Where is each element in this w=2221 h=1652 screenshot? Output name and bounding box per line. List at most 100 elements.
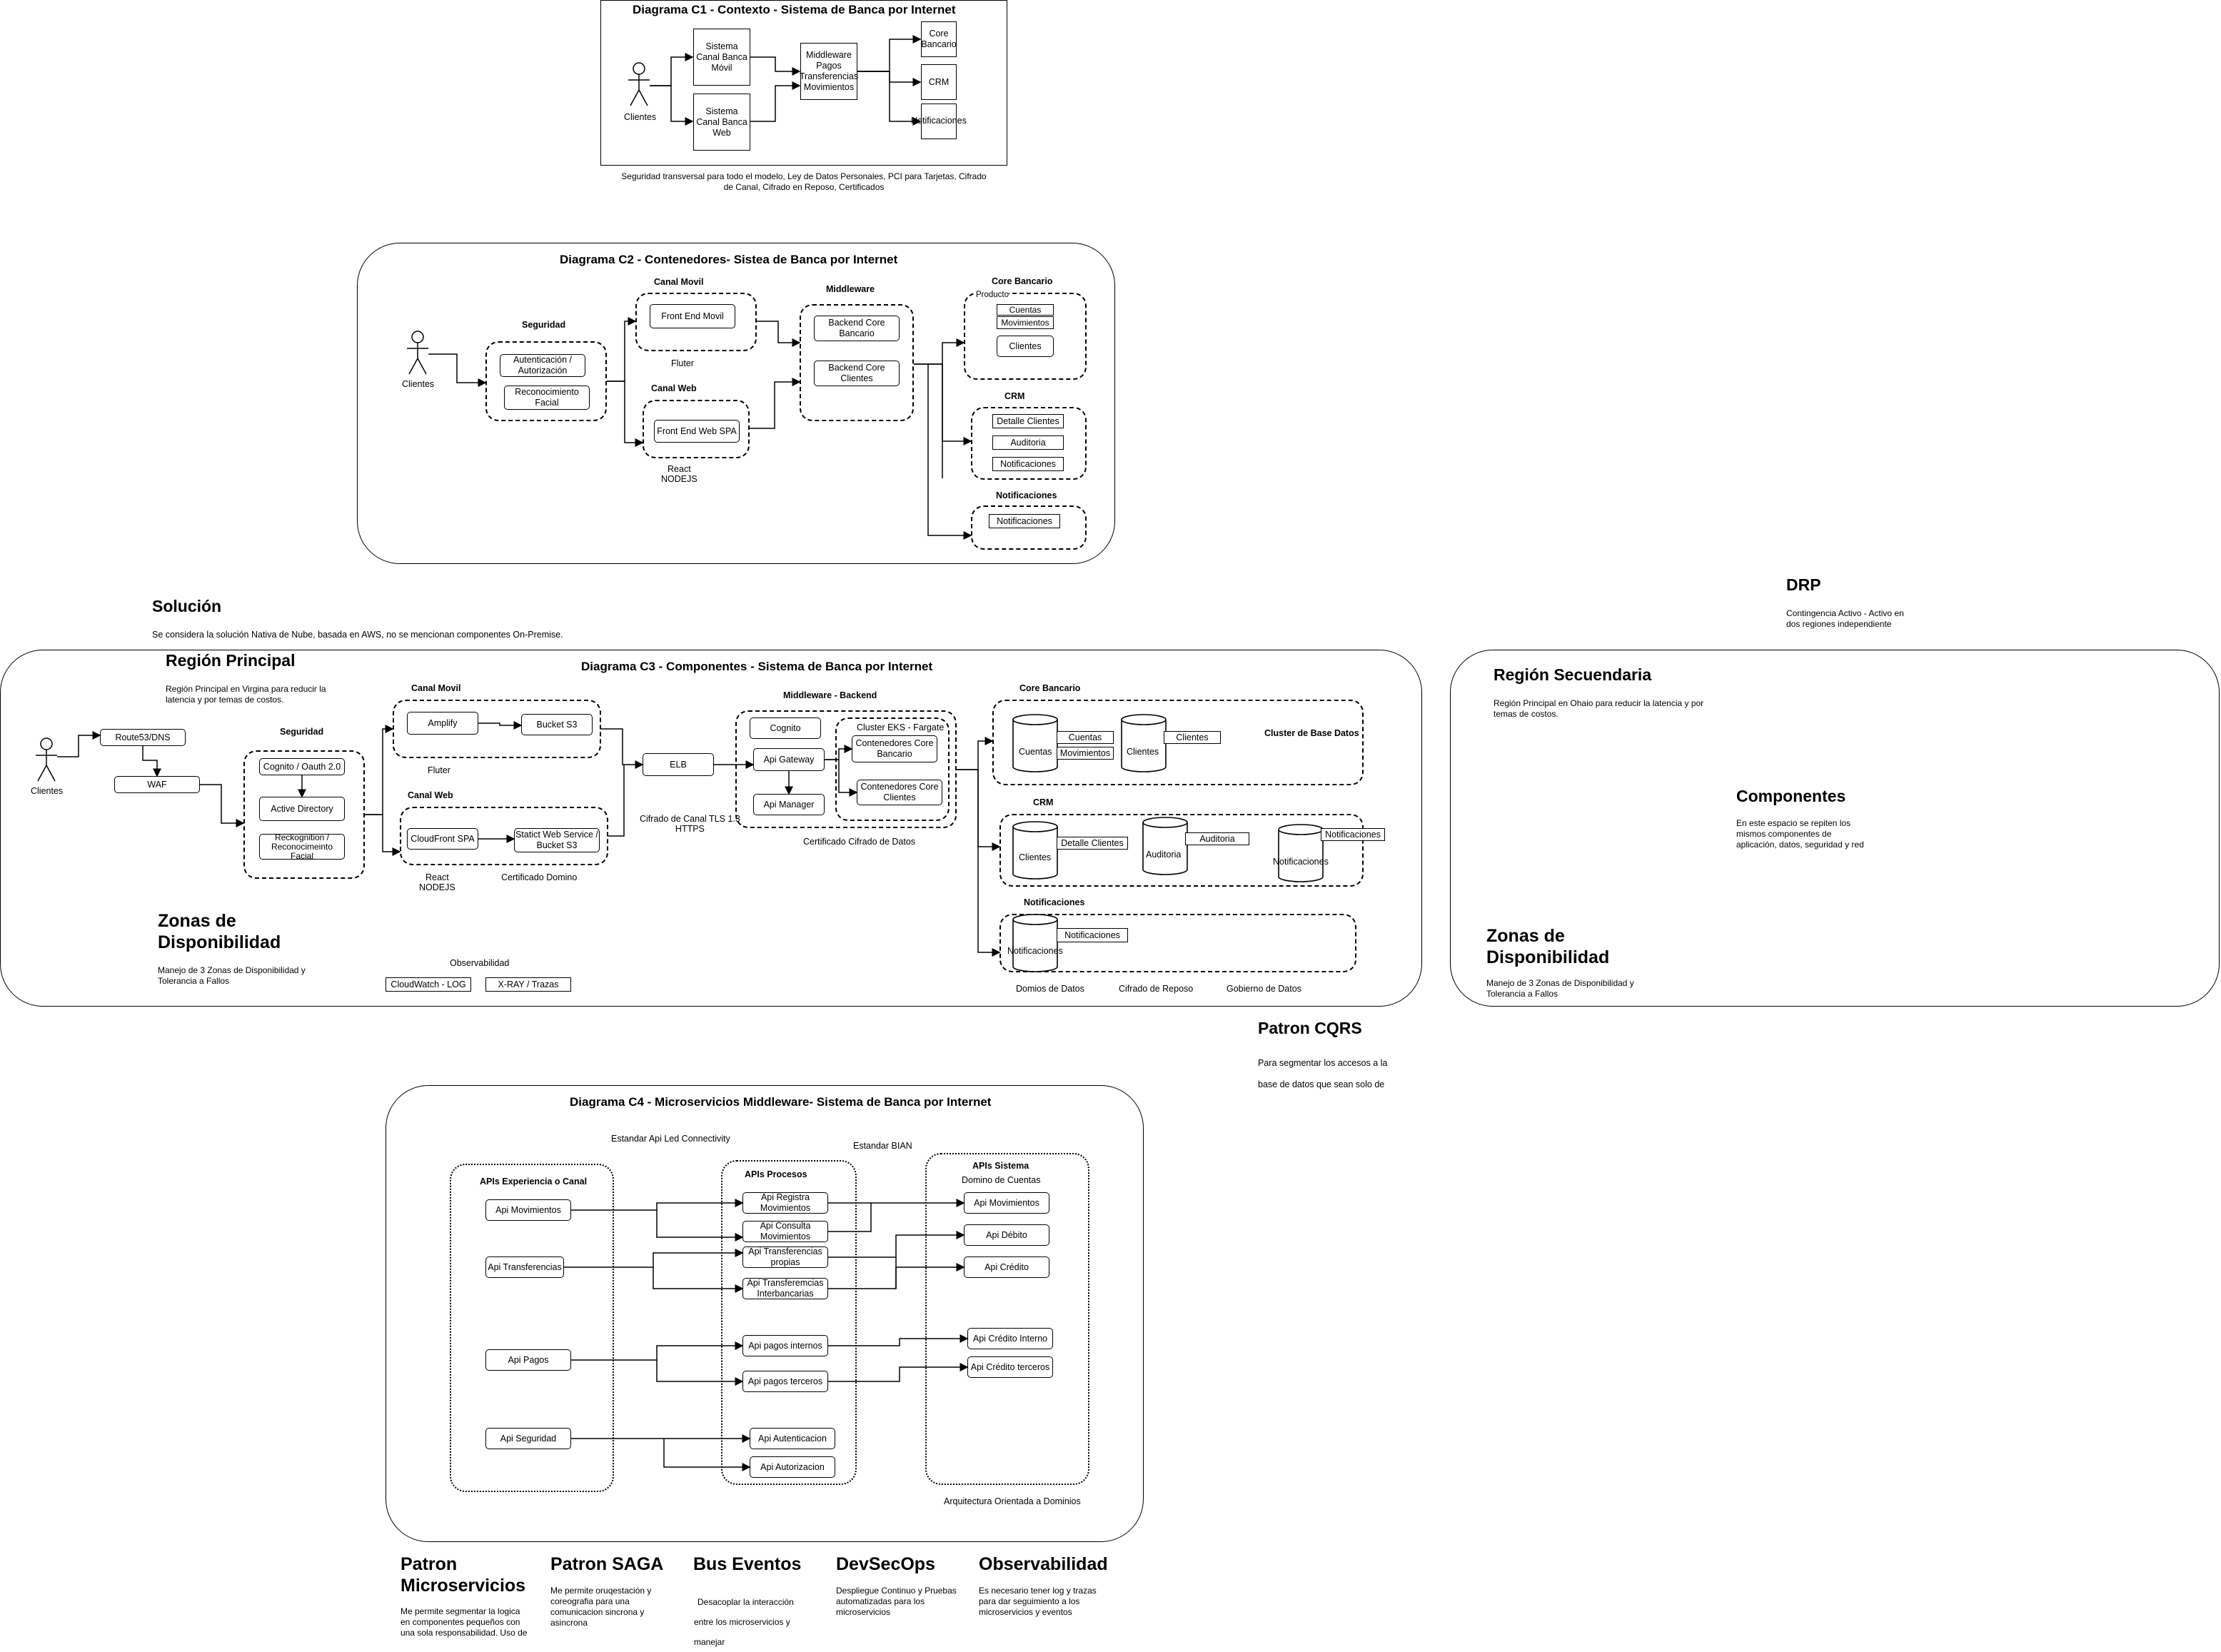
c4-proc-consulta: Api Consulta Movimientos — [742, 1221, 828, 1242]
c3-cloudwatch-box: CloudWatch - LOG — [386, 977, 471, 992]
c3-db-crm-clientes-label: Clientes — [1019, 852, 1052, 862]
c3-region-desc: Región Principal en Virgina para reducir… — [166, 684, 326, 705]
c2-canal-web-group — [643, 400, 750, 458]
c3-cont-cli-box: Contenedores Core Clientes — [857, 780, 942, 805]
c2-fluter-label: Fluter — [671, 358, 694, 368]
c2-front-web-box: Front End Web SPA — [654, 420, 740, 443]
c3-observ-label: Observabilidad — [450, 958, 510, 968]
c3-tag-cuentas: Cuentas — [1057, 731, 1114, 744]
pattern-saga-title: Patron SAGA — [550, 1554, 664, 1574]
secundaria-region-title: Región Secuendaria — [1494, 665, 1652, 684]
c2-middleware-title: Middleware — [826, 284, 875, 294]
c3-title: Diagrama C3 - Componentes - Sistema de B… — [581, 660, 933, 673]
c2-core-title: Core Bancario — [992, 276, 1053, 286]
c3-cifrado-canal-label: Cifrado de Canal TLS 1.3 HTTPS — [640, 814, 740, 834]
c3-tag-detalle: Detalle Clientes — [1057, 837, 1128, 850]
c3-api-mgr-box: Api Manager — [753, 794, 825, 815]
c2-auth-box: Autenticación / Autorización — [500, 354, 585, 377]
c3-eks-title: Cluster EKS - Fargate — [857, 722, 945, 732]
c2-seguridad-title: Seguridad — [522, 320, 566, 330]
c4-sys-debito: Api Débito — [964, 1224, 1049, 1246]
secundaria-region-desc: Región Principal en Ohaio para reducir l… — [1494, 698, 1704, 719]
c2-clientes-box: Clientes — [997, 336, 1054, 357]
c3-actor-label: Clientes — [31, 786, 64, 796]
c4-arq-label: Arquitectura Orientada a Dominios — [944, 1496, 1081, 1506]
c3-db-notif2-label: Notificaciones — [1007, 946, 1063, 956]
pattern-devsecops-desc: Despliegue Continuo y Pruebas automatiza… — [836, 1586, 957, 1617]
c4-frame — [386, 1085, 1144, 1542]
c3-dominios-label: Domios de Datos — [1016, 984, 1084, 994]
c2-crm-title: CRM — [1004, 391, 1025, 401]
c1-note: Seguridad transversal para todo el model… — [621, 171, 987, 192]
c2-middleware-group — [800, 304, 914, 421]
c2-be-core-box: Backend Core Bancario — [814, 316, 900, 341]
c3-core-title: Core Bancario — [1019, 683, 1081, 693]
c3-db-clientes-icon — [1121, 714, 1167, 772]
c1-frame — [600, 0, 1007, 166]
c1-core-box: Core Bancario — [921, 21, 957, 57]
c3-db-auditoria-label: Auditoria — [1146, 850, 1182, 860]
c2-actor-label: Clientes — [402, 379, 435, 389]
cqrs-line1: Para segmentar los accesos a la — [1258, 1058, 1388, 1068]
pattern-microservicios-title: Patron Microservicios — [401, 1554, 526, 1596]
c4-proc-transf-inter: Api Transferemcias Interbancarias — [742, 1278, 828, 1299]
c3-canal-web-title: Canal Web — [408, 790, 453, 800]
pattern-saga-desc: Me permite oruqestación y coreografia pa… — [550, 1586, 652, 1628]
c3-tag-movimientos: Movimientos — [1057, 747, 1114, 760]
c3-tag-notif2: Notificaciones — [1057, 928, 1128, 942]
c3-db-notif2-icon — [1012, 914, 1058, 972]
c1-notif-label: Notificaciones — [911, 116, 967, 126]
cqrs-title: Patron CQRS — [1258, 1019, 1362, 1037]
c3-mw-title: Middleware - Backend — [783, 690, 877, 700]
c2-face-box: Reconocimiento Facial — [504, 386, 590, 410]
c2-react-label: React NODEJS — [661, 464, 697, 484]
secundaria-frame — [1450, 650, 2220, 1007]
c3-eks-group — [835, 717, 950, 821]
c4-sys-credito-interno: Api Crédito Interno — [967, 1328, 1053, 1349]
c3-frame — [0, 650, 1422, 1007]
c2-front-movil-box: Front End Movil — [650, 304, 735, 328]
c4-exp-seguridad: Api Seguridad — [485, 1428, 571, 1449]
c3-tag-notif: Notificaciones — [1321, 828, 1385, 841]
c3-tag-clientes: Clientes — [1164, 731, 1221, 744]
c4-proc-pagos-terceros: Api pagos terceros — [742, 1371, 828, 1392]
c4-exp-pagos: Api Pagos — [485, 1349, 571, 1371]
c3-zonas-desc: Manejo de 3 Zonas de Disponibilidad y To… — [158, 965, 306, 986]
c3-db-notif-label: Notificaciones — [1273, 857, 1329, 867]
pattern-bus-desc: Desacoplar la interacción entre los micr… — [694, 1597, 794, 1647]
c3-elb-box: ELB — [643, 753, 714, 776]
c1-notif-box — [921, 104, 957, 139]
c2-producto-label: Producto — [976, 291, 1009, 299]
c4-sys-title: APIs Sistema — [972, 1161, 1029, 1171]
c3-cognito-oauth-box: Cognito / Oauth 2.0 — [259, 758, 345, 775]
c2-movimientos-box: Movimientos — [997, 316, 1054, 329]
c4-sys-sub: Domino de Cuentas — [962, 1175, 1041, 1185]
c4-proc-transf-propias: Api Transferencias propias — [742, 1246, 828, 1268]
c2-notificaciones-box: Notificaciones — [992, 457, 1064, 471]
c4-exp-title: APIs Experiencia o Canal — [480, 1177, 588, 1187]
c2-canal-movil-title: Canal Movil — [654, 277, 704, 287]
c2-title: Diagrama C2 - Contenedores- Sistea de Ba… — [560, 253, 898, 266]
c1-crm-box: CRM — [921, 64, 957, 100]
c3-xray-box: X-RAY / Trazas — [485, 977, 571, 992]
c4-sys-group — [925, 1153, 1089, 1485]
c3-db-notif-icon — [1278, 824, 1324, 882]
cqrs-line2: base de datos que sean solo de — [1258, 1079, 1385, 1089]
c3-db-cuentas-icon — [1012, 714, 1058, 772]
c2-notif-title: Notificaciones — [996, 490, 1057, 500]
c3-seguridad-title: Seguridad — [280, 727, 324, 737]
c1-title: Diagrama C1 - Contexto - Sistema de Banc… — [633, 3, 956, 16]
c4-exp-group — [450, 1164, 614, 1492]
c3-cert-datos-label: Certificado Cifrado de Datos — [803, 837, 916, 847]
c4-title: Diagrama C4 - Microservicios Middleware-… — [570, 1095, 992, 1109]
c4-proc-title: APIs Procesos — [745, 1169, 807, 1179]
secundaria-componentes-desc: En este espacio se repiten los mismos co… — [1736, 818, 1864, 850]
c3-notif-group — [999, 914, 1356, 972]
solucion-desc: Se considera la solución Nativa de Nube,… — [152, 630, 563, 640]
c1-movil-box: Sistema Canal Banca Móvil — [693, 29, 750, 86]
pattern-observabilidad-desc: Es necesario tener log y trazas para dar… — [979, 1586, 1097, 1617]
drp-title: DRP — [1786, 575, 1821, 594]
c3-seguridad-group — [243, 750, 365, 879]
c3-rekog-box: Reckognition / Reconocimeinto Facial — [259, 834, 345, 860]
c3-region-title: Región Principal — [166, 651, 296, 670]
